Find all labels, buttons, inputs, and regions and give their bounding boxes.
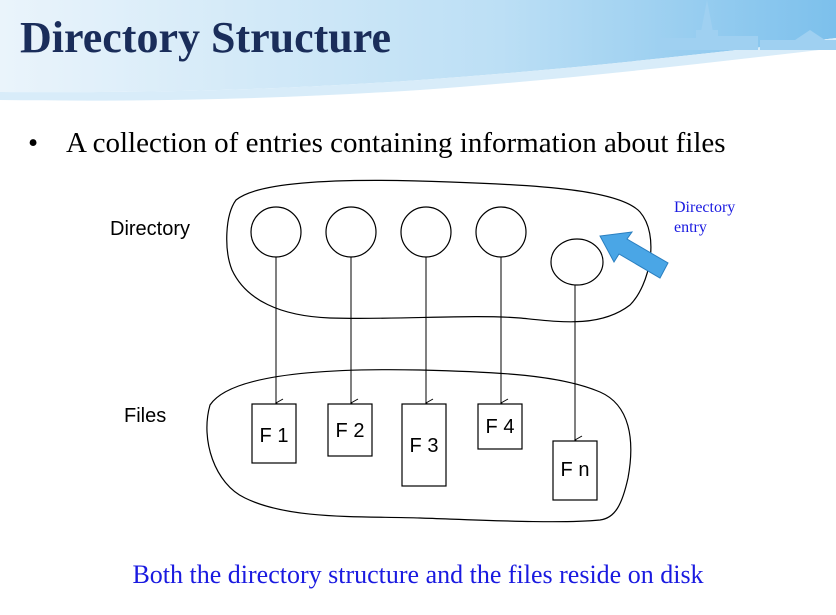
file-box-n (552, 440, 598, 501)
file-box-1 (251, 403, 297, 464)
directory-entry-3 (400, 206, 452, 258)
bullet-dot: • (28, 127, 39, 159)
file-label-3: F 3 (410, 435, 439, 457)
directory-entry-1 (250, 206, 302, 258)
header-banner (0, 0, 836, 101)
directory-region-outline (226, 179, 652, 323)
bullet-item: • A collection of entries containing info… (28, 127, 726, 160)
footer-note: Both the directory structure and the fil… (132, 560, 704, 589)
files-label: Files (124, 405, 166, 427)
banner-wave (0, 0, 836, 93)
file-label-2: F 2 (336, 420, 365, 442)
directory-entry-n (550, 238, 604, 286)
banner-wave-lower (0, 38, 836, 101)
files-region-outline (206, 369, 632, 523)
file-box-2 (327, 403, 373, 457)
file-box-3 (401, 403, 447, 487)
file-label-1: F 1 (260, 425, 289, 447)
callout-label-line2: entry (674, 219, 707, 236)
file-label-n: F n (561, 459, 590, 481)
town-skyline-icon (660, 0, 836, 50)
directory-entry-4 (475, 206, 527, 258)
directory-label: Directory (110, 218, 190, 240)
slide-title: Directory Structure (20, 13, 392, 62)
directory-entry-2 (325, 206, 377, 258)
callout-label-line1: Directory (674, 199, 735, 216)
file-label-4: F 4 (486, 416, 515, 438)
bullet-text: A collection of entries containing infor… (66, 127, 726, 159)
arrow-down-left-icon (599, 231, 669, 279)
file-box-4 (477, 403, 523, 450)
